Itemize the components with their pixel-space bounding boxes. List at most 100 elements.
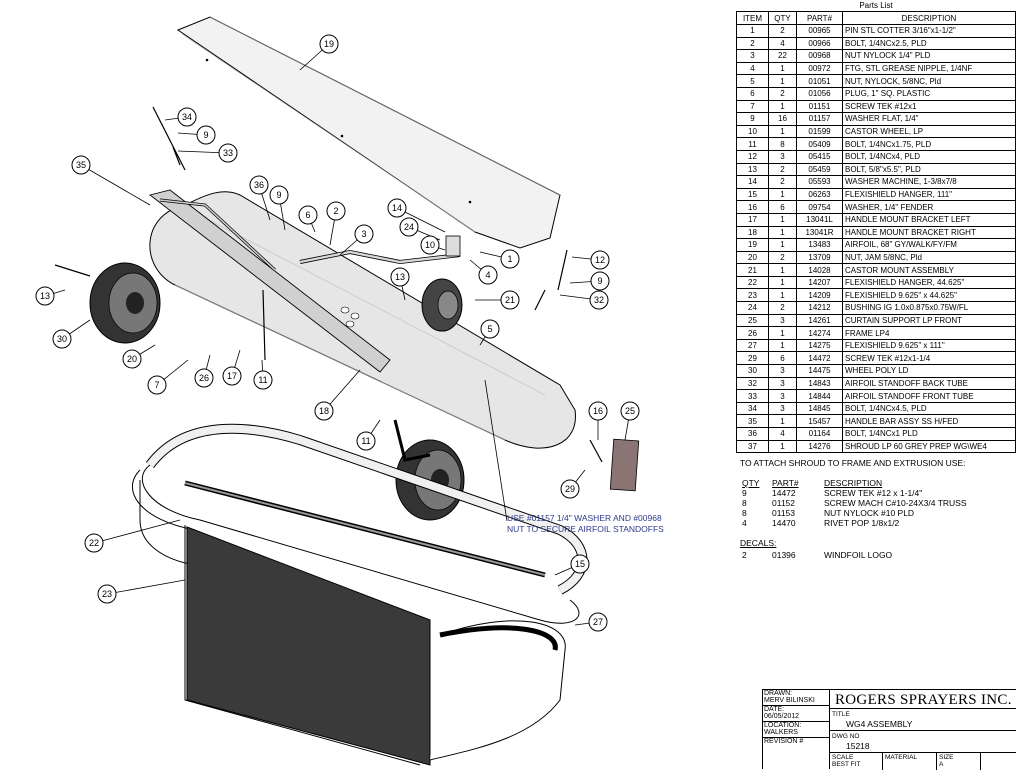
part-cell: 09754 (796, 200, 843, 214)
part-cell: 14261 (796, 313, 843, 328)
qty-cell: 2 (768, 301, 797, 315)
scale-label: SCALE (832, 754, 854, 761)
balloon-callout: 9 (177, 125, 216, 145)
title-box: TITLE WG4 ASSEMBLY (830, 708, 1016, 731)
balloon-number: 34 (182, 112, 192, 122)
item-cell: 10 (736, 124, 769, 139)
item-cell: 15 (736, 187, 769, 202)
size-label: SIZE (939, 754, 954, 761)
item-cell: 18 (736, 225, 769, 240)
attach-desc: NUT NYLOCK #10 PLD (824, 508, 915, 518)
description-cell: WHEEL POLY LD (842, 364, 1016, 378)
item-cell: 25 (736, 313, 769, 328)
item-cell: 23 (736, 288, 769, 303)
balloon-number: 9 (276, 190, 281, 200)
part-cell: 05459 (796, 162, 843, 177)
balloon-callout: 16 (588, 401, 608, 440)
balloon-number: 29 (565, 484, 575, 494)
item-cell: 33 (736, 389, 769, 403)
balloon-number: 22 (89, 538, 99, 548)
qty-cell: 1 (768, 225, 797, 240)
description-cell: AIRFOIL STANDOFF FRONT TUBE (842, 389, 1016, 403)
qty-cell: 1 (768, 187, 797, 202)
attach-desc: RIVET POP 1/8x1/2 (824, 518, 900, 528)
balloon-number: 21 (505, 295, 515, 305)
frame-shroud-part (149, 191, 576, 449)
part-cell: 14207 (796, 275, 843, 290)
balloon-callout: 18 (314, 369, 361, 421)
balloon-number: 20 (127, 354, 137, 364)
qty-cell: 2 (768, 250, 797, 265)
item-cell: 2 (736, 36, 769, 51)
attach-qty: 9 (742, 488, 747, 498)
description-cell: WASHER MACHINE, 1-3/8x7/8 (842, 175, 1016, 189)
dwg-value: 15218 (846, 741, 870, 751)
balloon-number: 30 (57, 334, 67, 344)
title-label: TITLE (832, 711, 850, 718)
qty-cell: 3 (768, 364, 797, 378)
attach-heading: TO ATTACH SHROUD TO FRAME AND EXTRUSION … (740, 458, 966, 468)
location-label: LOCATION: (764, 722, 802, 729)
attach-col-part: PART# (772, 478, 799, 488)
balloon-number: 14 (392, 203, 402, 213)
balloon-number: 26 (199, 373, 209, 383)
description-cell: SCREW TEK #12x1-1/4 (842, 351, 1016, 366)
balloon-callout: 11 (253, 359, 273, 390)
qty-cell: 6 (768, 200, 797, 214)
part-cell: 14843 (796, 376, 843, 391)
balloon-number: 33 (223, 148, 233, 158)
balloon-callout: 25 (620, 401, 640, 441)
item-cell: 21 (736, 263, 769, 277)
balloon-number: 5 (487, 324, 492, 334)
col-qty: QTY (768, 11, 797, 25)
item-cell: 19 (736, 238, 769, 252)
handle-bar-part (148, 189, 391, 373)
balloon-number: 25 (625, 406, 635, 416)
dwg-box: DWG NO 15218 (830, 730, 1016, 753)
balloon-callout: 12 (571, 250, 610, 270)
size-value: A (939, 761, 944, 768)
qty-cell: 3 (768, 401, 797, 416)
attach-part: 14470 (772, 518, 796, 528)
description-cell: BOLT, 1/4NCx1.75, PLD (842, 137, 1016, 151)
item-cell: 3 (736, 49, 769, 63)
balloon-number: 2 (333, 206, 338, 216)
description-cell: NUT NYLOCK 1/4" PLD (842, 49, 1016, 63)
part-cell: 14472 (796, 351, 843, 366)
item-cell: 5 (736, 74, 769, 88)
description-cell: BUSHING IG 1.0x0.875x0.75W/FL (842, 301, 1016, 315)
qty-cell: 16 (768, 112, 797, 126)
part-cell: 14028 (796, 263, 843, 277)
qty-cell: 6 (768, 351, 797, 366)
balloon-callout: 10 (420, 235, 446, 255)
balloon-number: 9 (203, 130, 208, 140)
balloon-number: 27 (593, 617, 603, 627)
balloon-number: 13 (40, 291, 50, 301)
part-cell: 13483 (796, 238, 843, 252)
part-cell: 14212 (796, 301, 843, 315)
attach-header-row: QTY PART# DESCRIPTION (740, 478, 967, 488)
parts-table-header: ITEM QTY PART# DESCRIPTION (736, 11, 1016, 25)
qty-cell: 1 (768, 338, 797, 353)
item-cell: 17 (736, 212, 769, 227)
note-line-1: USE #01157 1/4" WASHER AND #00968 (507, 513, 662, 523)
date-value: 06/05/2012 (764, 713, 800, 720)
part-cell: 13041R (796, 225, 843, 240)
balloon-number: 13 (395, 272, 405, 282)
item-cell: 24 (736, 301, 769, 315)
balloon-number: 35 (76, 160, 86, 170)
